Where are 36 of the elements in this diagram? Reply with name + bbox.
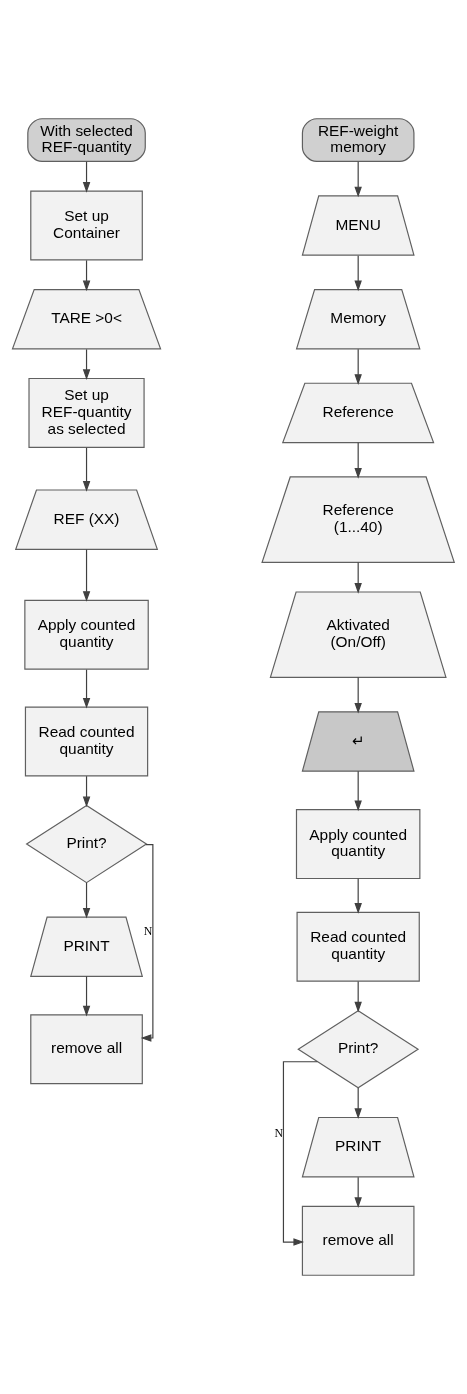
- arrow: [354, 770, 362, 812]
- node-box: Read counted quantity: [24, 706, 149, 777]
- arrow: [82, 259, 91, 292]
- arrow: [354, 878, 362, 914]
- node-box: Apply counted quantity: [24, 599, 149, 670]
- arrow: [354, 1087, 362, 1119]
- arrow: [82, 882, 91, 919]
- arrow: [354, 980, 362, 1013]
- node-diamond: Print?: [297, 1010, 420, 1089]
- arrow: [282, 1061, 318, 1246]
- node-diamond: Print?: [25, 804, 148, 884]
- arrow: [354, 161, 362, 198]
- arrow: [140, 844, 154, 1042]
- arrow: [354, 561, 362, 594]
- arrow: [82, 348, 91, 381]
- node-box: Apply counted quantity: [295, 809, 421, 880]
- node-box: REF-weight memory: [301, 118, 415, 163]
- arrow: [82, 669, 91, 709]
- node-box: Read counted quantity: [296, 911, 420, 982]
- arrow: [354, 255, 362, 292]
- node-box: Set up REF-quantity as selected: [28, 377, 145, 448]
- arrow: [354, 348, 362, 385]
- node-box: remove all: [301, 1205, 415, 1276]
- arrow: [82, 975, 91, 1017]
- arrow: [82, 775, 91, 808]
- edge-label: N: [274, 1125, 283, 1140]
- edge-label: N: [143, 924, 153, 939]
- arrow: [82, 447, 91, 492]
- arrow: [82, 161, 91, 193]
- arrow: [354, 1176, 362, 1208]
- arrow: [82, 549, 91, 602]
- arrow: [354, 676, 362, 714]
- arrow: [354, 442, 362, 479]
- node-box: With selected REF-quantity: [27, 118, 146, 163]
- node-box: Set up Container: [30, 190, 143, 261]
- node-box: remove all: [30, 1014, 143, 1085]
